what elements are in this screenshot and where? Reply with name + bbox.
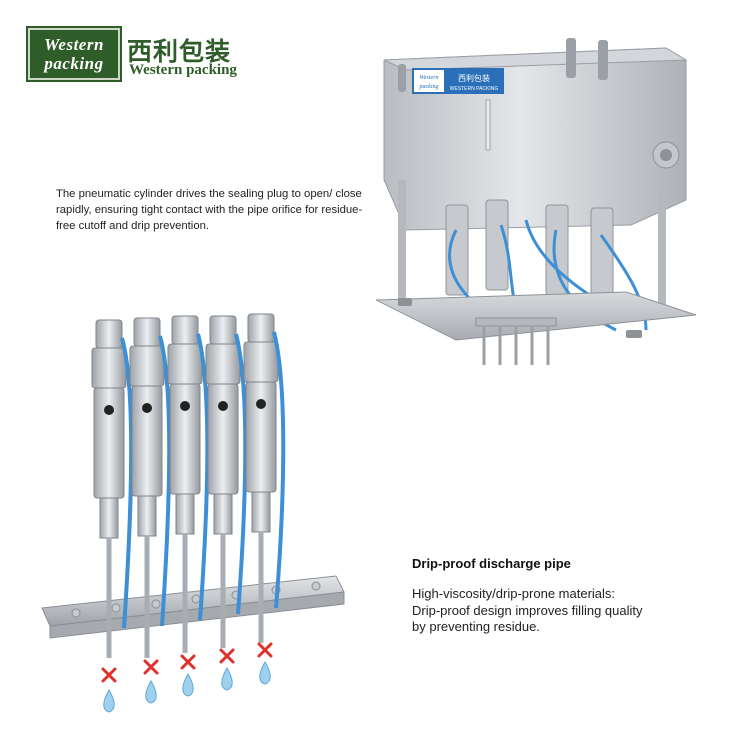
nozzle-4 [205, 315, 248, 648]
panel-brand-cn: 西利包装 [458, 73, 490, 83]
filling-machine-image: Western packing 西利包装 WESTERN PACKING [376, 38, 696, 365]
feature-title: Drip-proof discharge pipe [412, 556, 571, 571]
nozzle-1 [91, 319, 134, 658]
logo-text-line2: packing [44, 54, 104, 73]
no-drip-cross-icons [101, 642, 273, 683]
nozzle-5 [243, 313, 286, 643]
nozzles-illustration [41, 313, 345, 713]
brand-name-chinese: 西利包装 [127, 37, 232, 66]
panel-logo-line1: Western [419, 75, 438, 81]
nozzle-3 [167, 315, 210, 653]
intro-description: The pneumatic cylinder drives the sealin… [56, 188, 363, 232]
logo: Western packing [26, 26, 122, 82]
panel-brand-en: WESTERN PACKING [450, 86, 499, 92]
feature-description: High-viscosity/drip-prone materials: Dri… [412, 586, 682, 636]
nozzle-2 [129, 317, 172, 658]
feature-line-3: by preventing residue. [412, 619, 540, 634]
feature-line-1: High-viscosity/drip-prone materials: [412, 586, 616, 601]
panel-logo-line2: packing [419, 84, 439, 90]
water-drop-icons [103, 661, 271, 713]
brand-name-english: Western packing [129, 62, 237, 78]
logo-text-line1: Western [44, 35, 104, 54]
feature-line-2: Drip-proof design improves filling quali… [412, 602, 643, 618]
